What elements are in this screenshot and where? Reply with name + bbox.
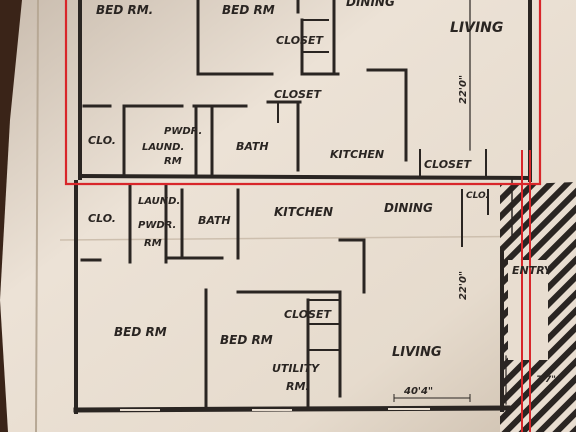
upper-laund-label: LAUND. — [142, 142, 184, 153]
upper-living-label: LIVING — [450, 20, 503, 36]
upper-rm-label: RM — [164, 156, 182, 167]
upper-bath-label: BATH — [236, 140, 269, 153]
lower-closet-label: CLOSET — [284, 308, 332, 321]
upper-pwdr-label: PWDR. — [164, 126, 202, 137]
lower-bath-label: BATH — [198, 214, 231, 227]
lower-rm-label: RM — [144, 238, 162, 249]
dimension-lines — [393, 394, 471, 402]
lower-clo-left-label: CLO. — [88, 212, 116, 225]
lower-laund-label: LAUND. — [138, 196, 180, 207]
upper-bed1-label: BED RM. — [96, 3, 153, 17]
lower-utility-rm-label: RM. — [286, 380, 310, 393]
lower-kitchen-label: KITCHEN — [274, 205, 333, 219]
upper-closet-c-label: CLOSET — [424, 158, 472, 171]
upper-kitchen-label: KITCHEN — [330, 148, 384, 161]
window-marks — [120, 408, 430, 411]
paper-fold — [35, 0, 39, 432]
upper-dim-label: 22'0" — [458, 75, 469, 104]
lower-bed1-label: BED RM — [114, 325, 167, 339]
upper-dining-label: DINING — [346, 0, 395, 9]
lower-entry-label: ENTRY — [512, 264, 553, 277]
lower-bed2-label: BED RM — [220, 333, 273, 347]
paper-crease — [59, 235, 576, 241]
upper-bed2-label: BED RM — [222, 3, 275, 17]
lower-clo-right-label: CLO. — [466, 191, 489, 201]
upper-unit-labels: BED RM. BED RM DINING LIVING CLOSET CLOS… — [88, 0, 503, 171]
lower-utility-label: UTILITY — [272, 362, 320, 375]
lower-unit-labels: CLO. LAUND. PWDR. RM BATH KITCHEN DINING… — [88, 191, 556, 397]
lower-dining-label: DINING — [384, 201, 433, 215]
lower-dim-height-label: 22'0" — [458, 271, 469, 300]
lower-dim-width-label: 40'4" — [403, 386, 433, 397]
upper-unit-walls — [77, 0, 533, 182]
upper-clo-label: CLO. — [88, 134, 116, 147]
lower-living-label: LIVING — [392, 345, 442, 360]
entry-area — [508, 260, 548, 360]
red-markup-lines — [64, 0, 542, 432]
lower-dim-right-label: 7'7" — [536, 375, 556, 385]
lower-pwdr-label: PWDR. — [138, 220, 176, 231]
upper-closet-b-label: CLOSET — [274, 88, 322, 101]
upper-closet-a-label: CLOSET — [276, 34, 324, 47]
